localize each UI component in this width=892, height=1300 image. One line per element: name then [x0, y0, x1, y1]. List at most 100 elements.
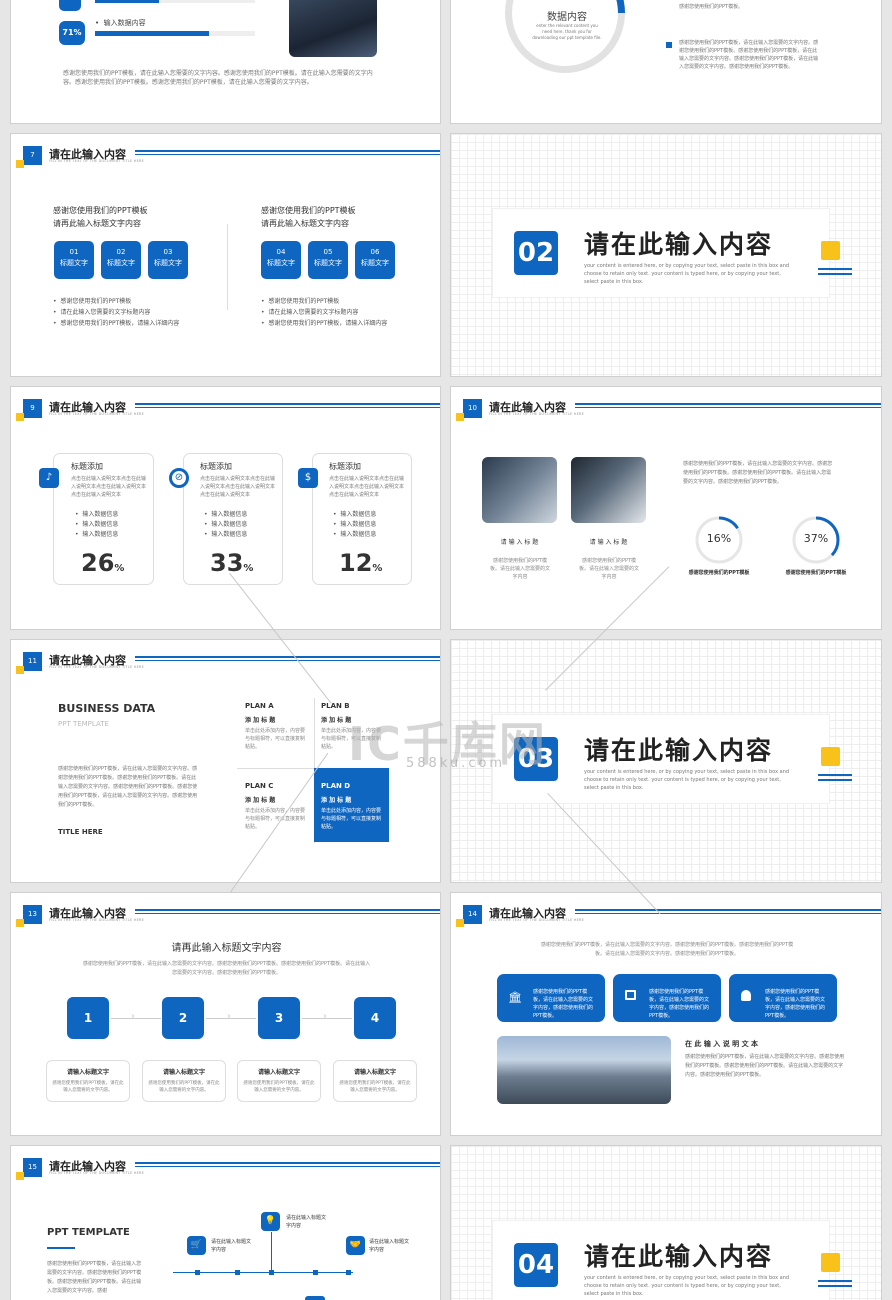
section-title: 请在此输入内容: [584, 230, 774, 259]
ring-value-2: 37%: [803, 532, 829, 545]
card-list: • 输入数据信息• 输入数据信息• 输入数据信息: [75, 511, 119, 538]
chevron-right-icon: ›: [227, 1011, 231, 1022]
header-rule: [575, 403, 881, 405]
slide-title: 请在此输入内容: [489, 907, 566, 920]
blue-rule-2: [818, 1285, 852, 1287]
slide-section-02[interactable]: 02 请在此输入内容 your content is entered here,…: [450, 133, 882, 377]
blue-rule: [818, 268, 852, 270]
slide-9[interactable]: 9 请在此输入内容 FILL IN THE TEXT OF THE DOCUME…: [10, 386, 441, 630]
step-card-3: 请输入标题文字感谢您使用我们的PPT模板，请在此输入您需要的文字内容。: [237, 1060, 321, 1102]
section-title: 请在此输入内容: [584, 736, 774, 765]
step-connector: [302, 1018, 352, 1019]
step-connector: [111, 1018, 161, 1019]
business-heading: BUSINESS DATA: [58, 702, 156, 715]
left-heading: 感谢您使用我们的PPT模板请再此输入标题文字内容: [53, 206, 148, 228]
slide-title: 请在此输入内容: [489, 401, 566, 414]
slide-13[interactable]: 13 请在此输入内容 FILL IN THE TEXT OF THE DOCUM…: [10, 892, 441, 1136]
yellow-accent: [456, 413, 464, 421]
timeline-icon-partial: [305, 1296, 325, 1300]
header-rule-thin: [135, 913, 440, 914]
robot-icon: [741, 990, 751, 1001]
stat-card-2[interactable]: [183, 453, 283, 585]
timeline-line: [173, 1272, 353, 1273]
timeline-dot: [313, 1270, 318, 1275]
lightbulb-icon: 💡: [261, 1212, 280, 1231]
step-4[interactable]: 4: [354, 997, 396, 1039]
step-card-1: 请输入标题文字感谢您使用我们的PPT模板，请在此输入您需要的文字内容。: [46, 1060, 130, 1102]
slide-7[interactable]: 7 请在此输入内容 FILL IN THE TEXT OF THE DOCUME…: [10, 133, 441, 377]
building-photo: [289, 0, 377, 57]
card-desc: 点击在此输入说明文本点击在此输入说明文本点击在此输入说明文本点击在此输入说明文本: [200, 476, 276, 498]
plan-d[interactable]: PLAN D 添 加 标 题 单击此处添加内容，内容要与标题相符，可以直接复制粘…: [321, 782, 382, 830]
header-rule-thin: [135, 407, 440, 408]
chevron-right-icon: ›: [323, 1011, 327, 1022]
heading-rule: [47, 1247, 75, 1249]
step-2[interactable]: 2: [162, 997, 204, 1039]
blue-rule-2: [818, 273, 852, 275]
bar-track-top: [95, 0, 255, 3]
plan-a[interactable]: PLAN A 添 加 标 题 单击此处添加内容，内容要与标题相符，可以直接复制粘…: [245, 702, 306, 750]
slide14-top-text: 感谢您使用我们的PPT模板，请在此输入您需要的文字内容。感谢您使用我们的PPT模…: [540, 942, 794, 957]
slide-subtitle: FILL IN THE TEXT OF THE DOCUMENT TITLE H…: [49, 159, 145, 163]
yellow-square: [821, 241, 840, 260]
photo-caption-text-1: 感谢您使用我们的PPT模板。请在此输入您需要的文字内容: [489, 558, 550, 580]
right-heading: 感谢您使用我们的PPT模板请再此输入标题文字内容: [261, 206, 356, 228]
step-card-2: 请输入标题文字感谢您使用我们的PPT模板，请在此输入您需要的文字内容。: [142, 1060, 226, 1102]
stat-card-1[interactable]: [53, 453, 154, 585]
plan-d-highlight: [314, 768, 389, 842]
slide-section-04[interactable]: 04 请在此输入内容 your content is entered here,…: [450, 1145, 882, 1300]
watermark-url: 588ku.com: [406, 756, 506, 771]
slide-number: 11: [23, 652, 42, 671]
slide-number: 10: [463, 399, 482, 418]
yellow-accent: [16, 1172, 24, 1180]
slide-11[interactable]: 11 请在此输入内容 FILL IN THE TEXT OF THE DOCUM…: [10, 639, 441, 883]
slide-15[interactable]: 15 请在此输入内容 FILL IN THE TEXT OF THE DOCUM…: [10, 1145, 441, 1300]
template-heading: PPT TEMPLATE: [47, 1227, 130, 1238]
header-rule-thin: [135, 660, 440, 661]
steps-subheading: 感谢您使用我们的PPT模板，请在此输入您需要的文字内容。感谢您使用我们的PPT模…: [82, 961, 371, 976]
photo-caption-1: 请 输 入 标 题: [500, 539, 539, 546]
step-3[interactable]: 3: [258, 997, 300, 1039]
business-body: 感谢您使用我们的PPT模板，请在此输入您需要的文字内容。感谢您使用我们的PPT模…: [58, 766, 198, 808]
card-percent: 33%: [210, 549, 254, 577]
id-card-icon: [625, 990, 636, 1000]
slide-14[interactable]: 14 请在此输入内容 FILL IN THE TEXT OF THE DOCUM…: [450, 892, 882, 1136]
slide-5[interactable]: 71% • 输入数据内容 感谢您使用我们的PPT模板，请在此输入您需要的文字内容…: [10, 0, 441, 124]
pct-badge-top: [59, 0, 81, 11]
yellow-square: [821, 1253, 840, 1272]
card-title: 标题添加: [71, 462, 103, 471]
info-card-1[interactable]: 感谢您使用我们的PPT模板，请在此输入您需要的文字内容，感谢您使用我们的PPT模…: [497, 974, 605, 1022]
bar-track: [95, 31, 255, 36]
business-subheading: PPT TEMPLATE: [58, 720, 109, 728]
column-divider: [227, 224, 228, 310]
timeline-node-2: 请在此输入标题文字内容: [211, 1239, 252, 1253]
yellow-accent: [456, 919, 464, 927]
card-list: • 输入数据信息• 输入数据信息• 输入数据信息: [333, 511, 377, 538]
stat-card-3[interactable]: [312, 453, 412, 585]
blue-rule: [818, 1280, 852, 1282]
blue-rule: [818, 774, 852, 776]
photo-caption-text-2: 感谢您使用我们的PPT模板。请在此输入您需要的文字内容: [578, 558, 639, 580]
description-text: 感谢您使用我们的PPT模板，请在此输入您需要的文字内容。感谢您使用我们的PPT模…: [685, 1054, 845, 1078]
slide-6[interactable]: 数据内容 enter the relevant content you need…: [450, 0, 882, 124]
header-rule: [135, 1162, 440, 1164]
link-icon: ⊘: [169, 468, 189, 488]
step-card-4: 请输入标题文字感谢您使用我们的PPT模板，请在此输入您需要的文字内容。: [333, 1060, 417, 1102]
slide6-bullet-text: 感谢您使用我们的PPT模板，请在此输入您需要的文字内容。感谢您使用我们的PPT模…: [679, 40, 819, 70]
step-1[interactable]: 1: [67, 997, 109, 1039]
steps-heading: 请再此输入标题文字内容: [171, 943, 282, 954]
slide-10[interactable]: 10 请在此输入内容 FILL IN THE TEXT OF THE DOCUM…: [450, 386, 882, 630]
slide-section-03[interactable]: 03 请在此输入内容 your content is entered here,…: [450, 639, 882, 883]
section-subtitle: your content is entered here, or by copy…: [584, 1275, 790, 1297]
plan-c[interactable]: PLAN C 添 加 标 题 单击此处添加内容，内容要与标题相符，可以直接复制粘…: [245, 782, 306, 830]
title-here: TITLE HERE: [58, 828, 103, 836]
plan-b[interactable]: PLAN B 添 加 标 题 单击此处添加内容，内容要与标题相符，可以直接复制粘…: [321, 702, 382, 750]
ring-label-1: 感谢您使用我们的PPT模板: [688, 570, 750, 576]
blue-rule-2: [818, 779, 852, 781]
